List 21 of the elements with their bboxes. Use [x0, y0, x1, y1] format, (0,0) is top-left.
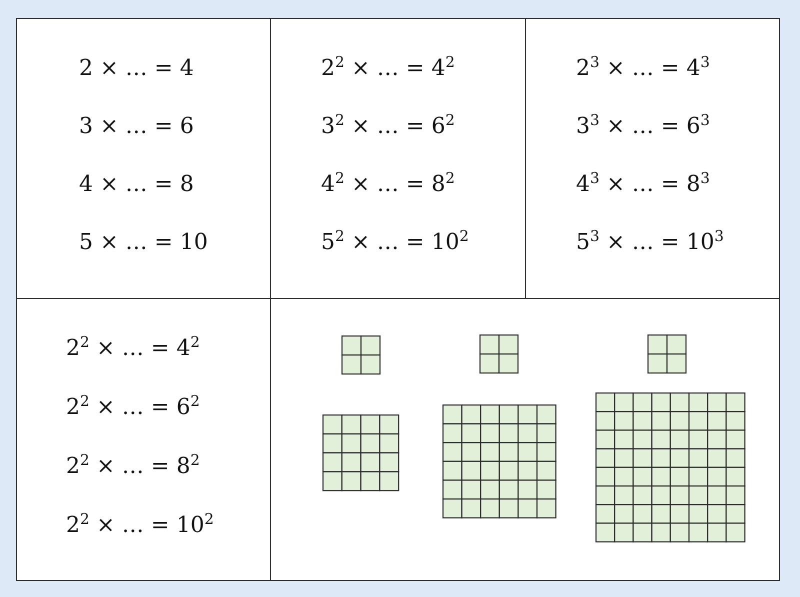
equation: 3$^{2}$ × … = 6$^{2}$: [321, 113, 455, 141]
equation: 2$^{2}$ × … = 10$^{2}$: [66, 512, 214, 540]
table-cell: [525, 18, 780, 299]
equation: 5$^{3}$ × … = 10$^{3}$: [576, 229, 724, 257]
equation: 2$^{3}$ × … = 4$^{3}$: [576, 55, 710, 83]
equation: 5 × … = 10: [79, 229, 208, 257]
table-cell: [16, 298, 271, 581]
table-cell: [16, 18, 271, 299]
equation: 4$^{2}$ × … = 8$^{2}$: [321, 171, 455, 199]
equation: 2$^{2}$ × … = 6$^{2}$: [66, 394, 200, 422]
equation: 4 × … = 8: [79, 171, 194, 199]
equation: 4$^{3}$ × … = 8$^{3}$: [576, 171, 710, 199]
equation: 5$^{2}$ × … = 10$^{2}$: [321, 229, 469, 257]
equation: 2$^{2}$ × … = 4$^{2}$: [66, 335, 200, 363]
equation: 2$^{2}$ × … = 4$^{2}$: [321, 55, 455, 83]
equation: 2 × … = 4: [79, 55, 194, 83]
table-cell: [270, 298, 780, 581]
equation: 3 × … = 6: [79, 113, 194, 141]
equation: 3$^{3}$ × … = 6$^{3}$: [576, 113, 710, 141]
table-cell: [270, 18, 526, 299]
equation: 2$^{2}$ × … = 8$^{2}$: [66, 453, 200, 481]
